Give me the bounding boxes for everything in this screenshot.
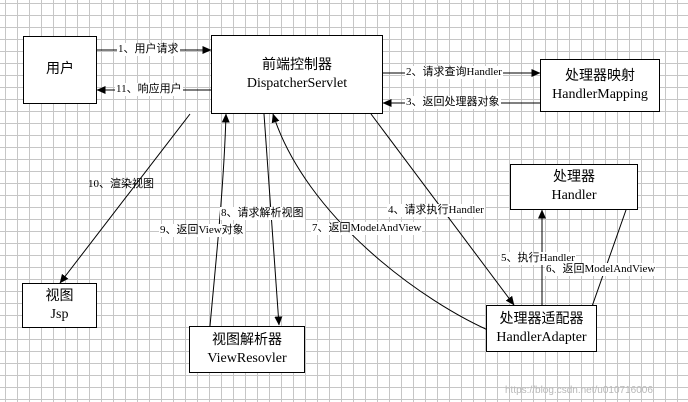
user-box-label: 用户	[46, 62, 74, 77]
handler-mapping-box: 处理器映射 HandlerMapping	[540, 59, 660, 112]
handler-adapter-box: 处理器适配器 HandlerAdapter	[486, 305, 597, 352]
handler-mapping-label-cn: 处理器映射	[565, 68, 635, 84]
handler-box: 处理器 Handler	[510, 164, 638, 210]
handler-label-cn: 处理器	[553, 170, 595, 185]
dispatcher-servlet-label-cn: 前端控制器	[262, 57, 332, 73]
step-2-label: 2、请求查询Handler	[405, 66, 503, 79]
step-5-label: 5、执行Handler	[500, 252, 576, 265]
step-4-label: 4、请求执行Handler	[387, 204, 485, 217]
view-jsp-box: 视图 Jsp	[22, 283, 97, 328]
handler-adapter-label-en: HandlerAdapter	[496, 329, 587, 345]
watermark: https://blog.csdn.net/u010716006	[505, 385, 653, 396]
view-resolver-box: 视图解析器 ViewResovler	[189, 326, 305, 373]
user-box: 用户	[23, 36, 97, 104]
view-jsp-label-en: Jsp	[50, 306, 69, 322]
dispatcher-servlet-label-en: DispatcherServlet	[246, 75, 348, 91]
dispatcher-servlet-box: 前端控制器 DispatcherServlet	[211, 35, 383, 114]
step-10-label: 10、渲染视图	[88, 178, 154, 190]
step-9-label: 9、返回View对象	[159, 224, 245, 237]
arrow-10-render-view	[59, 113, 191, 284]
step-3-label: 3、返回处理器对象	[405, 96, 501, 109]
view-resolver-label-en: ViewResovler	[207, 350, 287, 366]
step-6-label: 6、返回ModelAndView	[545, 263, 657, 276]
handler-mapping-label-en: HandlerMapping	[552, 86, 648, 102]
view-resolver-label-cn: 视图解析器	[212, 332, 282, 348]
arrow-9-return-view	[209, 113, 230, 327]
view-jsp-label-cn: 视图	[45, 288, 74, 304]
step-8-label: 8、请求解析视图	[220, 207, 305, 220]
handler-adapter-label-cn: 处理器适配器	[499, 311, 584, 327]
handler-label-en: Handler	[551, 188, 597, 203]
step-11-label: 11、响应用户	[115, 83, 183, 96]
arrow-7-return-modelandview	[271, 113, 498, 335]
step-7-label: 7、返回ModelAndView	[311, 222, 423, 235]
step-1-label: 1、用户请求	[117, 43, 180, 56]
